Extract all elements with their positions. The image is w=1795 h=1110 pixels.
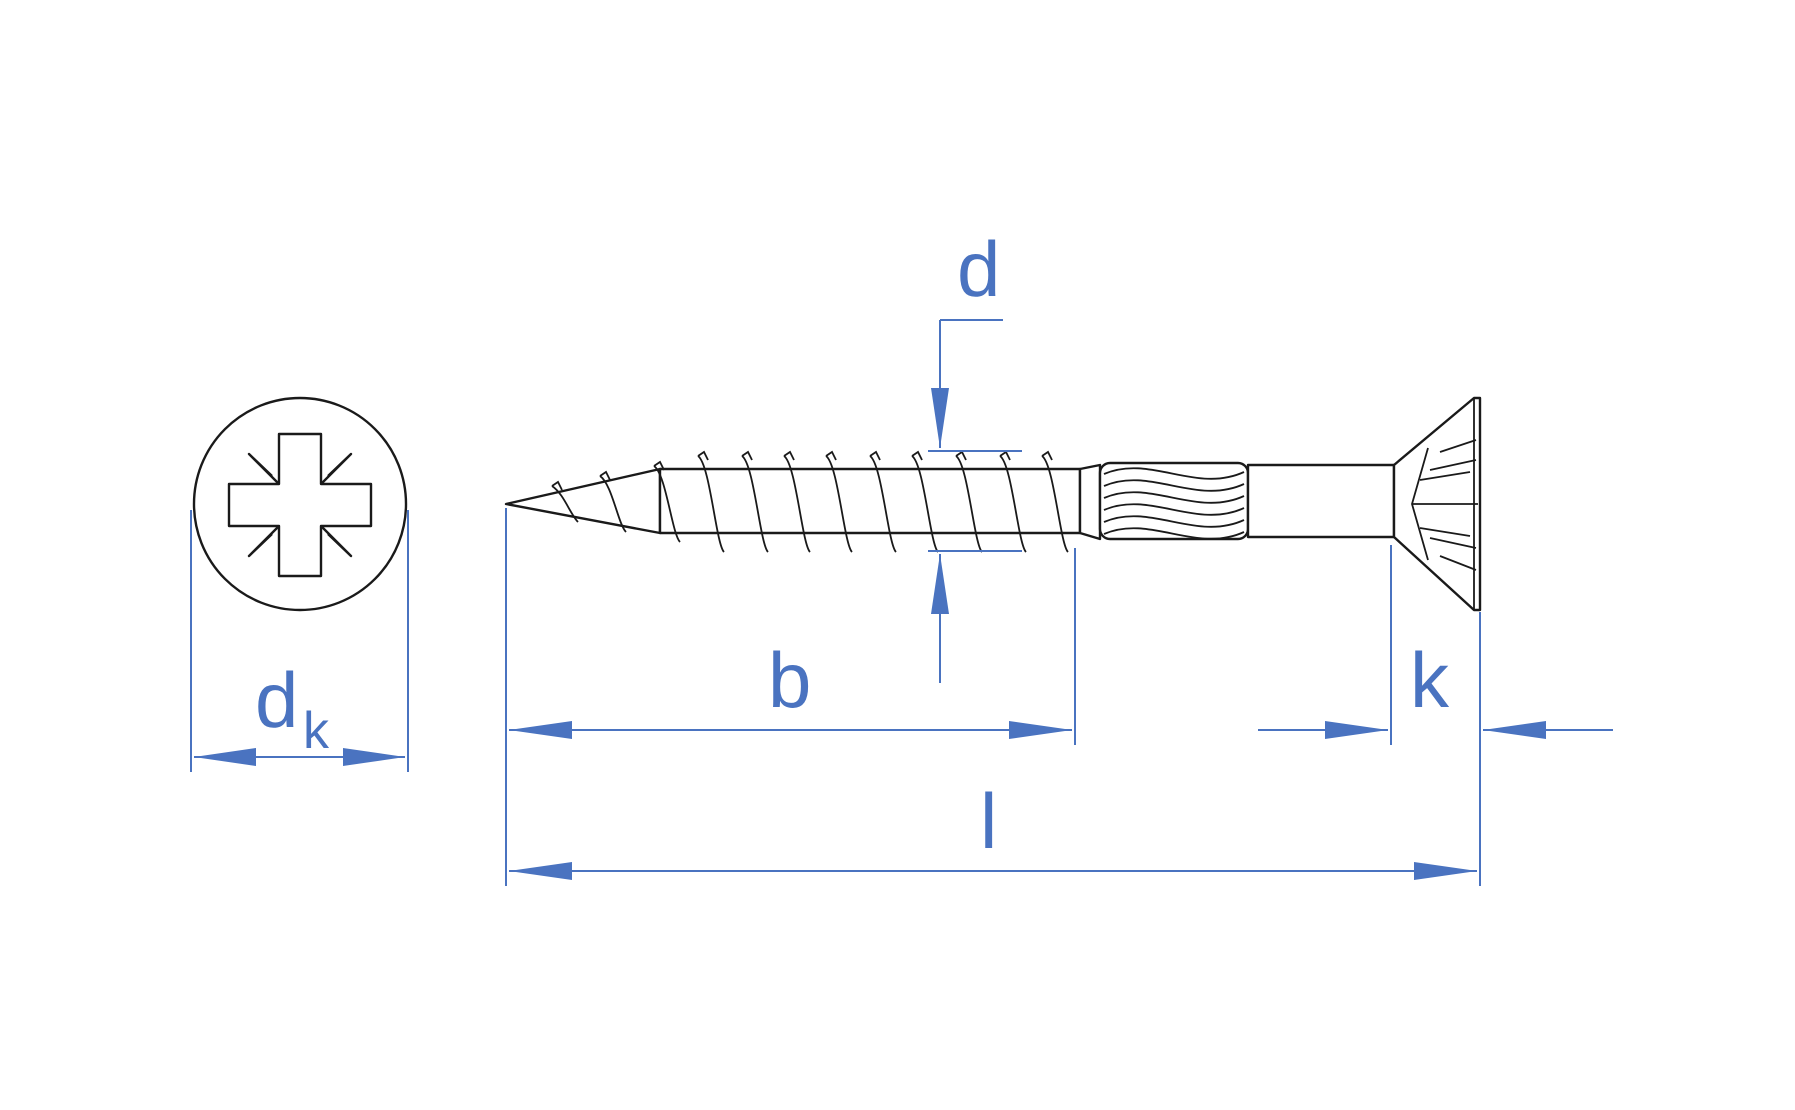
total-length-dimension: l <box>509 777 1477 880</box>
d-arrow-bottom <box>931 554 949 614</box>
k-arrow-right <box>1483 721 1546 739</box>
milling-rib <box>1103 479 1245 492</box>
smooth-shank <box>1246 463 1396 539</box>
milling-rib <box>1103 491 1245 504</box>
thread-length-label: b <box>768 636 811 724</box>
head-top-view <box>192 396 408 612</box>
thread-flank <box>653 465 681 543</box>
thread-crest <box>825 450 837 461</box>
head-diameter-label: d <box>255 656 298 744</box>
head-height-dimension: k <box>1258 545 1613 886</box>
thread-crest <box>1041 450 1053 461</box>
thread-flank <box>551 485 579 523</box>
thread-flank <box>1041 455 1069 553</box>
head-height-label: k <box>1410 636 1450 724</box>
b-arrow-right <box>1009 721 1072 739</box>
milling-rib <box>1103 515 1245 528</box>
milling-rib <box>1103 527 1245 540</box>
b-arrow-left <box>509 721 572 739</box>
thread-flank <box>741 455 769 553</box>
head-diameter-dimension: d k <box>190 510 409 772</box>
l-arrow-left <box>509 862 572 880</box>
k-arrow-left <box>1325 721 1388 739</box>
thread-flank <box>911 455 939 553</box>
thread-flank <box>697 455 725 553</box>
milling-rib <box>1103 503 1245 516</box>
thread-diameter-dimension: d <box>928 225 1022 683</box>
thread-flank <box>955 455 983 553</box>
pozidriv-cross-icon <box>227 432 373 578</box>
thread-flank <box>783 455 811 553</box>
thread-crest <box>551 480 563 491</box>
head-recess-detail <box>1411 398 1478 610</box>
thread-crest <box>653 460 665 471</box>
milling-rib-lines <box>1103 467 1245 540</box>
thread-flank <box>999 455 1027 553</box>
thread-crest <box>697 450 709 461</box>
thread-crest <box>911 450 923 461</box>
dk-arrow-right <box>343 748 405 766</box>
thread-crest <box>783 450 795 461</box>
thread-crest <box>869 450 881 461</box>
head-diameter-subscript: k <box>303 702 330 760</box>
threaded-core <box>658 467 1082 535</box>
total-length-label: l <box>980 777 997 865</box>
l-arrow-right <box>1414 862 1477 880</box>
d-arrow-top <box>931 388 949 448</box>
screw-tip <box>504 467 662 535</box>
thread-crest <box>599 470 611 481</box>
thread-diameter-label: d <box>957 225 1000 313</box>
screw-side-view <box>504 396 1482 612</box>
thread-flank <box>825 455 853 553</box>
thread-flank <box>869 455 897 553</box>
milling-rib <box>1103 467 1245 480</box>
dk-arrow-left <box>194 748 256 766</box>
thread-crest <box>741 450 753 461</box>
thread-length-dimension: b <box>505 508 1076 886</box>
thread-flank <box>599 475 627 533</box>
